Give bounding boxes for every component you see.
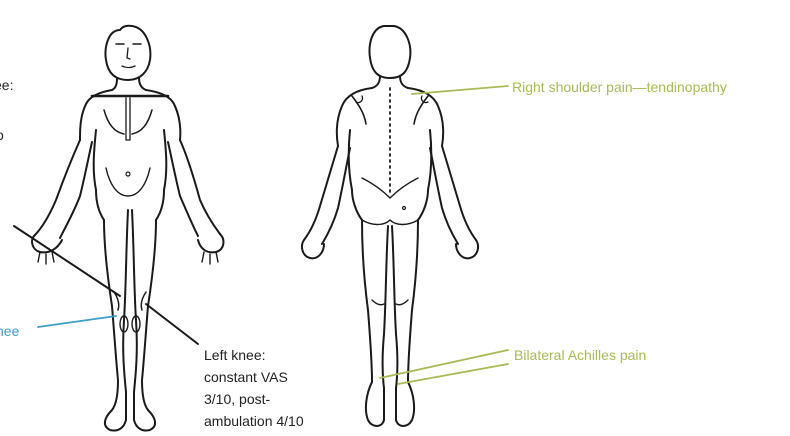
leader-achilles-upper: [380, 350, 508, 378]
back-figure: [302, 26, 478, 426]
annotation-cut-left-1: ee:: [0, 74, 13, 96]
leader-achilles-lower: [398, 364, 508, 384]
leader-left-knee: [146, 304, 198, 344]
front-figure: [32, 26, 223, 431]
annotation-cut-left-2: o: [0, 124, 4, 146]
annotation-right-knee: nee: [0, 320, 19, 342]
leader-right-knee: [38, 316, 116, 327]
annotation-right-shoulder: Right shoulder pain—tendinopathy: [512, 76, 727, 98]
leader-right-shoulder: [412, 86, 508, 94]
leader-lines: [14, 86, 508, 384]
annotation-left-knee: Left knee: constant VAS 3/10, post- ambu…: [204, 344, 304, 432]
back-head: [370, 26, 411, 78]
annotation-achilles: Bilateral Achilles pain: [514, 344, 646, 366]
